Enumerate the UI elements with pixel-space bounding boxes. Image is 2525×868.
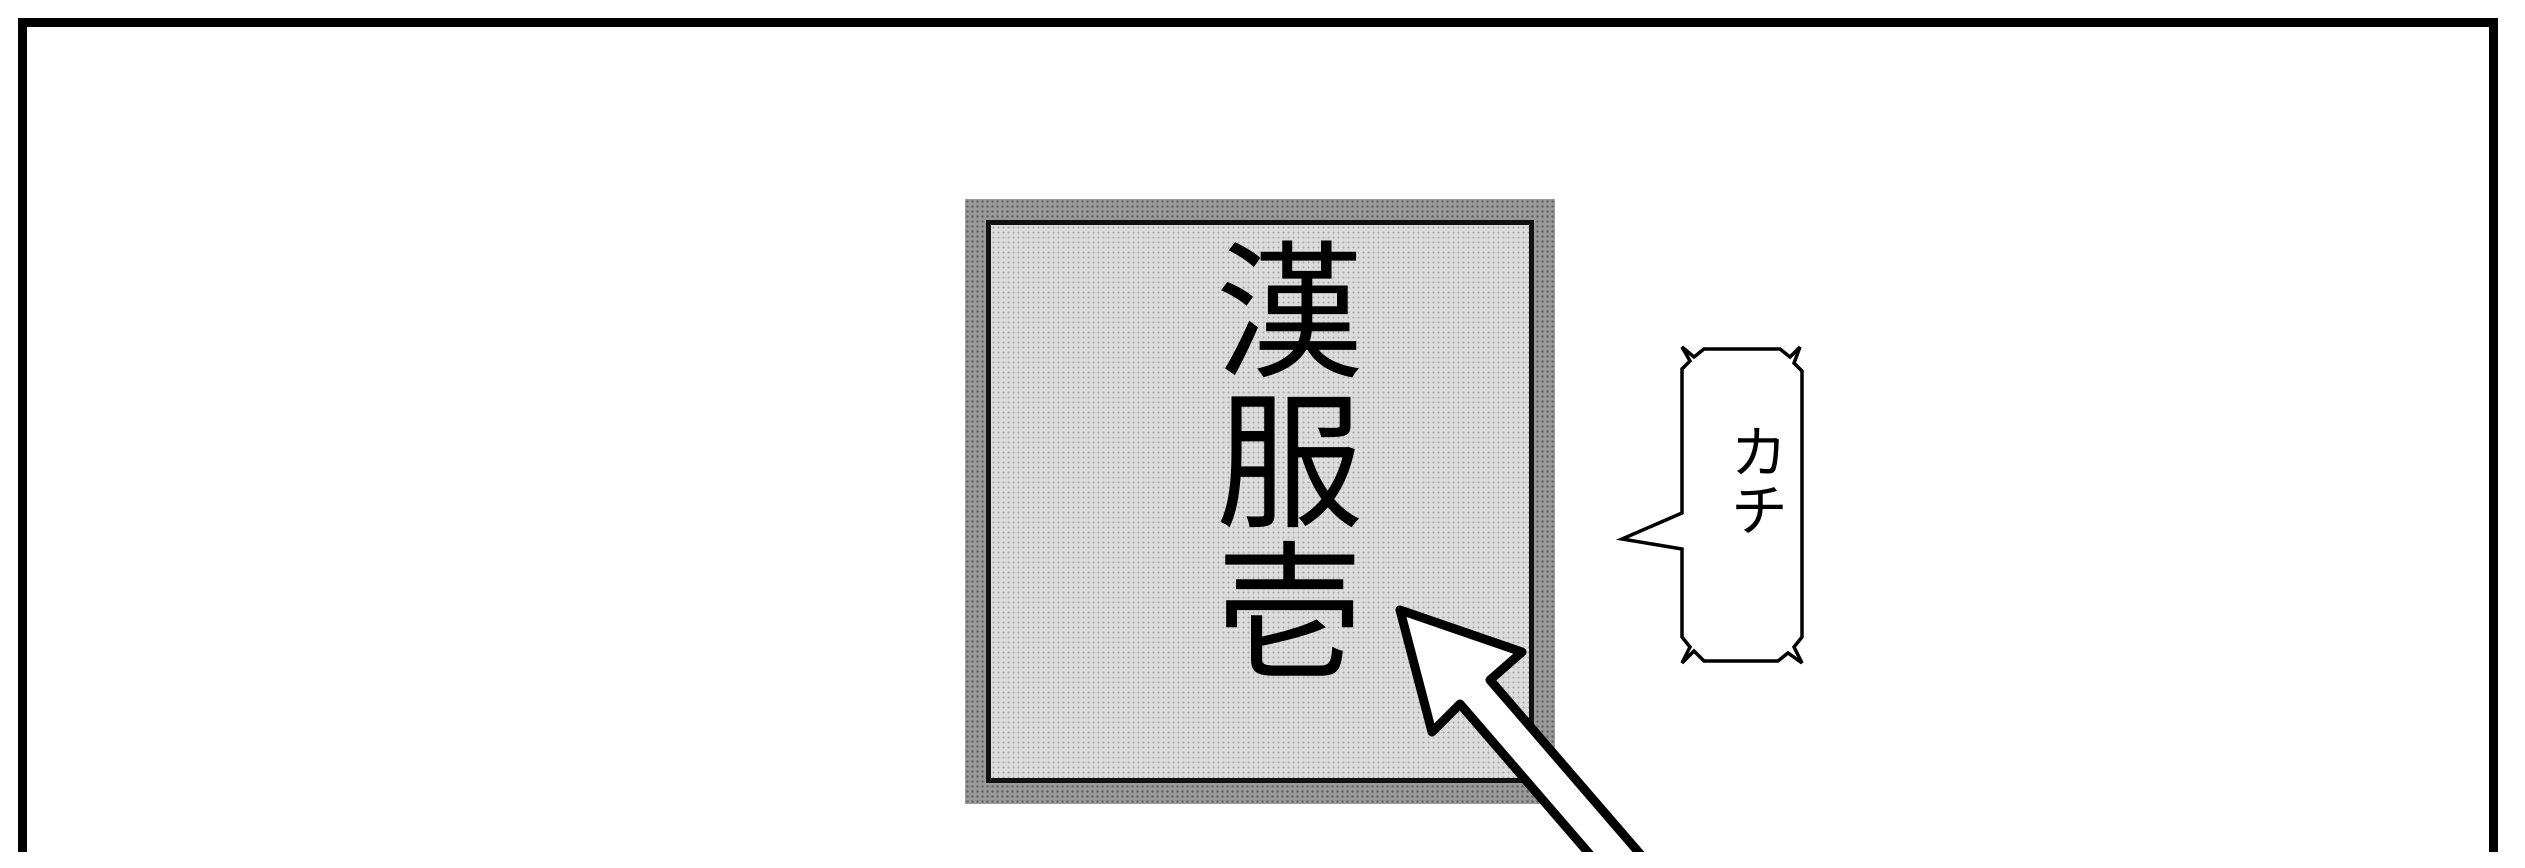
- speech-bubble-icon: [1615, 345, 1804, 665]
- comic-panel: 漢服壱 カチ: [18, 18, 2498, 852]
- button-shadow: 漢服壱: [965, 199, 1555, 804]
- sound-effect-text: カチ: [1720, 422, 1788, 538]
- pointer-arrow-icon: [1395, 605, 1645, 852]
- button-label: 漢服壱: [1190, 235, 1362, 685]
